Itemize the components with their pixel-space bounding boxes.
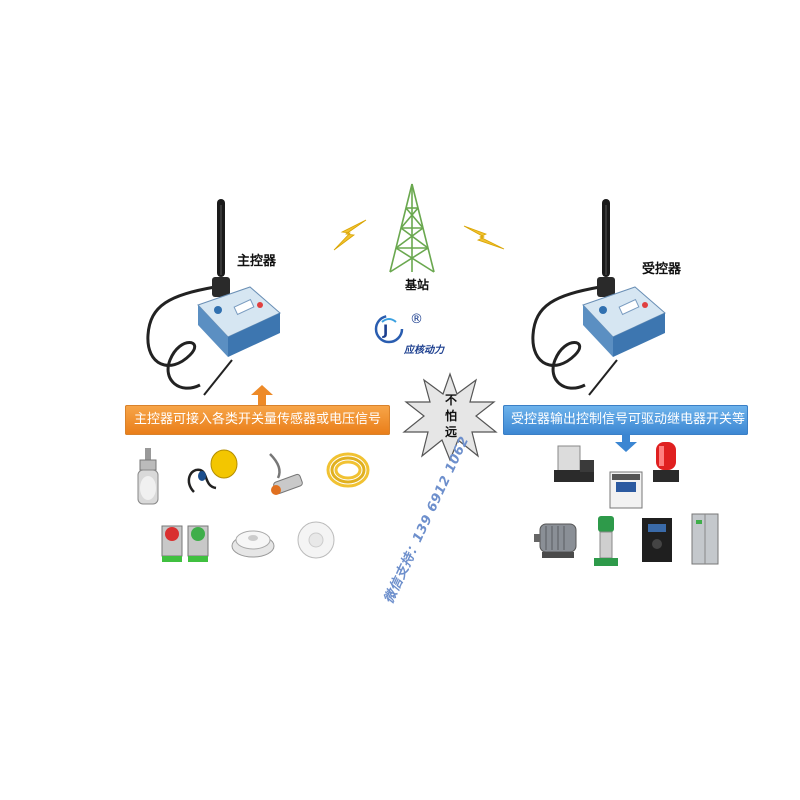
down-arrow-icon (615, 434, 637, 452)
smoke-detector-icon (231, 530, 275, 558)
base-station-label: 基站 (405, 278, 430, 292)
lightning-left-icon (333, 219, 367, 251)
push-button-icon (161, 525, 209, 562)
starburst-line-3: 远 (444, 425, 457, 439)
water-pump-icon (594, 516, 618, 566)
receiver-output-banner: 受控器输出控制信号可驱动继电器开关等 (503, 405, 748, 435)
master-input-banner: 主控器可接入各类开关量传感器或电压信号 (125, 405, 390, 435)
registered-mark: ® (410, 312, 423, 327)
float-ball-switch-icon (187, 449, 238, 493)
relay-icon (554, 445, 594, 482)
float-level-switch-icon (137, 448, 159, 505)
brand-logo-icon: J (374, 314, 404, 344)
brand-logo-text: 应核动力 (404, 345, 444, 356)
starburst-line-1: 不 (444, 393, 457, 407)
control-cabinet-icon (691, 513, 719, 565)
starburst-line-2: 怕 (444, 409, 457, 423)
receiver-label: 受控器 (642, 262, 682, 277)
starburst-text: 不 怕 远 (436, 392, 466, 440)
starburst-badge (402, 372, 498, 462)
motor-icon (534, 523, 577, 558)
receiver-gsm-controller-icon (531, 199, 666, 396)
up-arrow-icon (251, 385, 273, 405)
master-gsm-controller-icon (146, 199, 281, 396)
photoelectric-sensor-icon (269, 453, 303, 495)
cable-coil-icon (326, 452, 370, 488)
svg-text:J: J (382, 323, 388, 339)
contactor-icon (609, 471, 643, 509)
warning-light-icon (653, 442, 679, 482)
inverter-icon (642, 518, 672, 562)
pir-ceiling-sensor-icon (297, 521, 335, 559)
master-label: 主控器 (237, 254, 277, 269)
cell-tower-icon (389, 183, 435, 273)
lightning-right-icon (463, 225, 505, 250)
